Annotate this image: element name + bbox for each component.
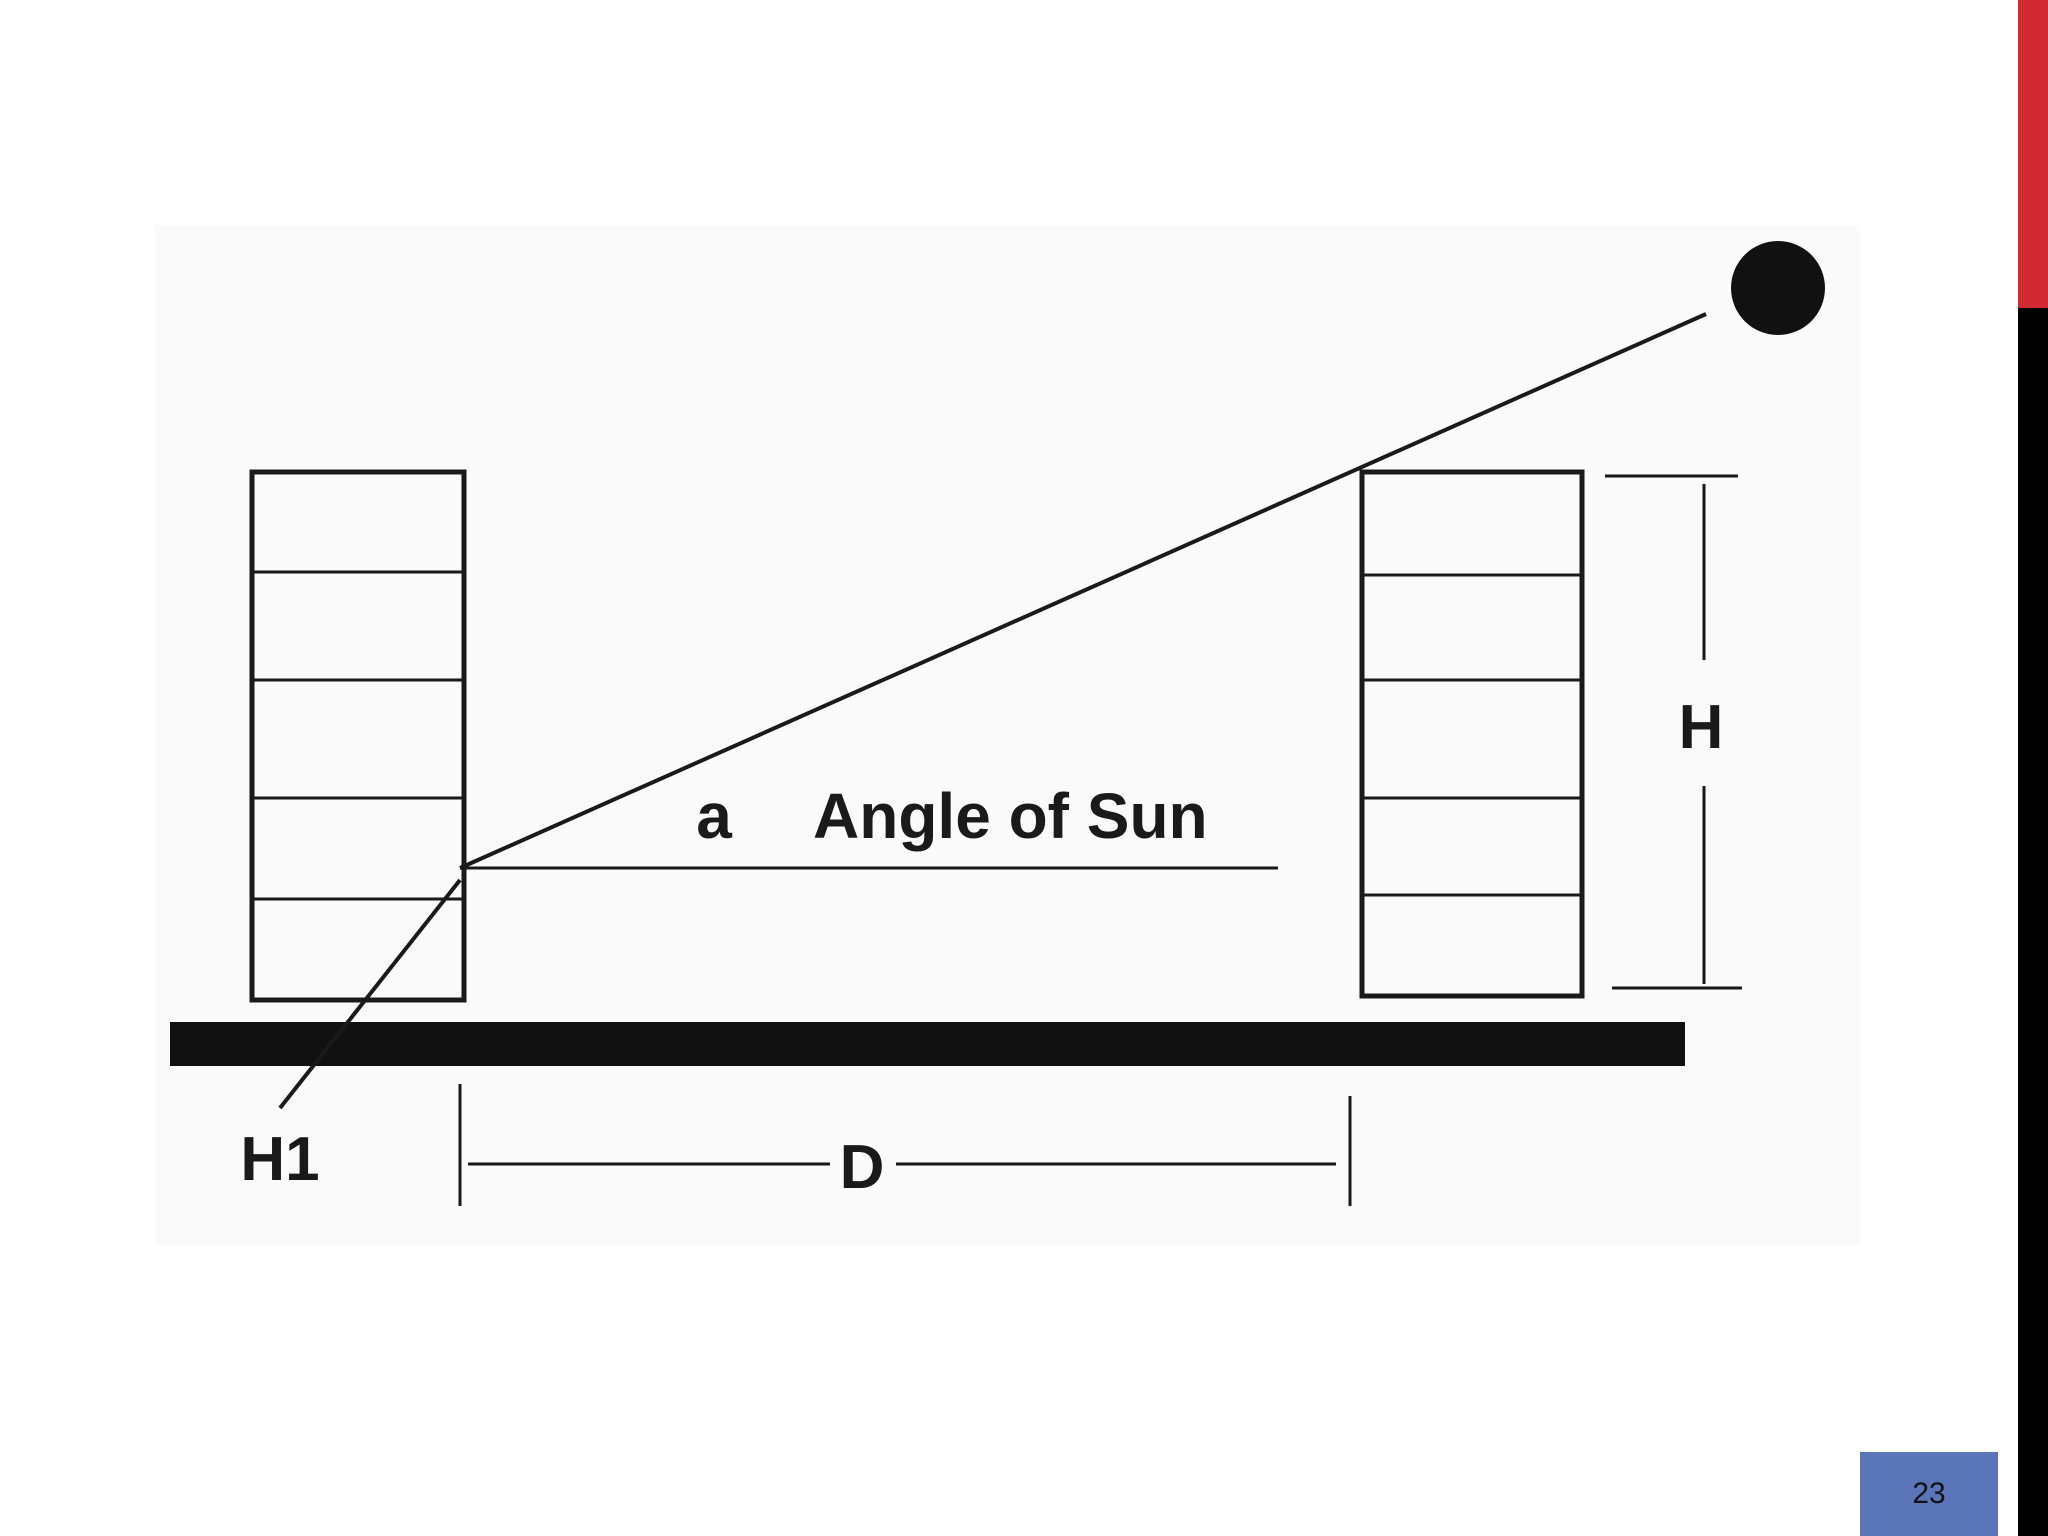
sun-icon — [1731, 241, 1825, 335]
shadow-height-label: H1 — [240, 1125, 319, 1194]
height-dimension — [1605, 474, 1742, 990]
ground-bar — [170, 1022, 1685, 1066]
sun-ray-line — [459, 312, 1707, 870]
distance-dimension — [458, 1084, 1352, 1206]
height-label: H — [1679, 693, 1724, 762]
page-number: 23 — [1860, 1452, 1998, 1536]
h1-leader-line — [278, 878, 462, 1110]
distance-label: D — [840, 1133, 885, 1202]
right-building — [1359, 469, 1585, 999]
left-building — [249, 469, 467, 1003]
diagram-background — [155, 225, 1860, 1245]
angle-symbol: a — [696, 780, 732, 852]
accent-bar-black — [2018, 308, 2048, 1536]
angle-caption: Angle of Sun — [813, 780, 1208, 852]
accent-bar-red — [2018, 0, 2048, 308]
